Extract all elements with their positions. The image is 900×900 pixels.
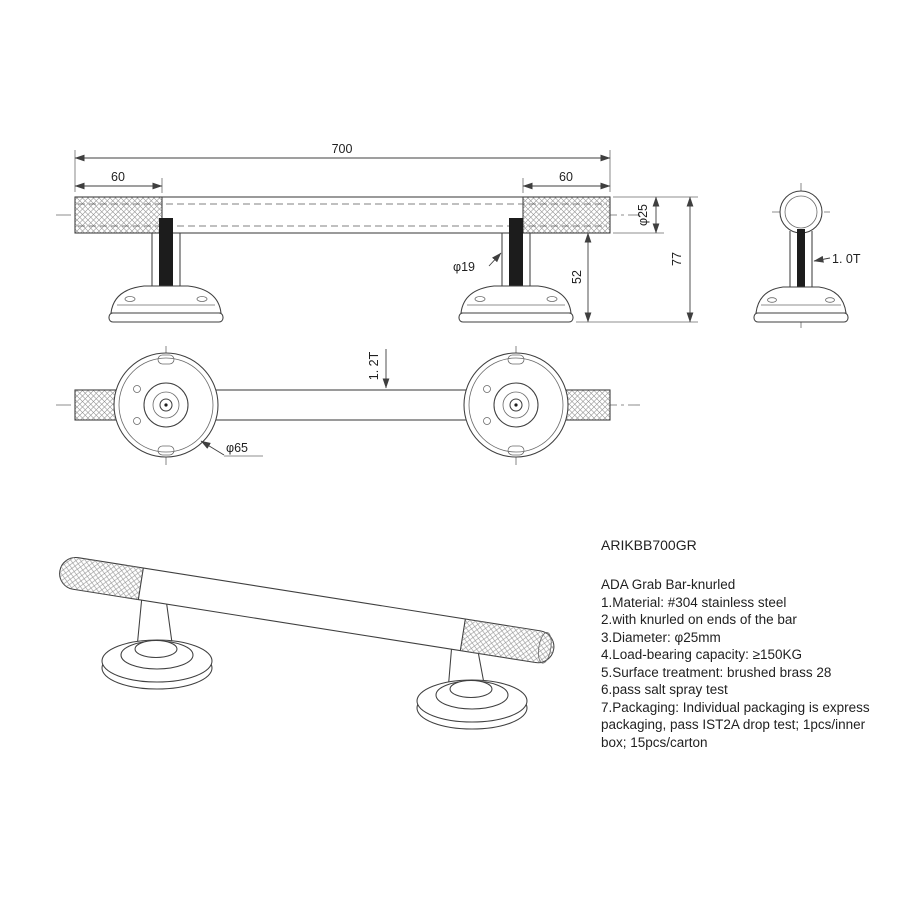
iso-right-flange bbox=[416, 679, 528, 730]
end-view-flange-dome bbox=[755, 286, 847, 314]
spec-packaging-1: 7.Packaging: Individual packaging is exp… bbox=[601, 699, 870, 715]
spec-packaging-2: packaging, pass IST2A drop test; 1pcs/in… bbox=[601, 717, 866, 732]
left-mount bbox=[108, 218, 224, 323]
spec-packaging-3: box; 15pcs/carton bbox=[601, 734, 708, 750]
right-set-screw bbox=[509, 218, 523, 292]
product-code: ARIKBB700GR bbox=[601, 537, 697, 553]
dim-bar-diameter: φ25 bbox=[636, 204, 650, 226]
right-flange-base bbox=[458, 312, 574, 323]
spec-knurled: 2.with knurled on ends of the bar bbox=[601, 612, 797, 627]
dim-post-height: 52 bbox=[570, 270, 584, 284]
right-mount bbox=[458, 218, 574, 323]
end-view: 1. 0T bbox=[753, 183, 861, 330]
spec-material: 1.Material: #304 stainless steel bbox=[601, 594, 787, 610]
end-view-set-screw bbox=[797, 229, 805, 291]
left-flange-base bbox=[108, 312, 224, 323]
side-elevation-view: 700 60 60 φ25 φ19 52 77 bbox=[56, 142, 698, 323]
knurled-end-right bbox=[522, 196, 611, 234]
end-view-flange-base bbox=[753, 312, 849, 323]
left-set-screw bbox=[159, 218, 173, 292]
right-flange-plan bbox=[463, 346, 569, 466]
bar-end-inner-circle bbox=[784, 195, 818, 229]
dim-overall-height: 77 bbox=[670, 252, 684, 266]
dim-flange-diameter: φ65 bbox=[226, 441, 248, 455]
dim-plate-thickness: 1. 2T bbox=[367, 351, 381, 380]
spec-load-bearing: 4.Load-bearing capacity: ≥150KG bbox=[601, 647, 803, 662]
dim-tube-wall-thickness: 1. 0T bbox=[832, 252, 861, 266]
dim-post-diameter: φ19 bbox=[453, 260, 475, 274]
spec-diameter: 3.Diameter: φ25mm bbox=[601, 629, 721, 645]
spec-surface-treatment: 5.Surface treatment: brushed brass 28 bbox=[601, 664, 832, 680]
product-info-block: ARIKBB700GR ADA Grab Bar-knurled 1.Mater… bbox=[601, 537, 900, 751]
iso-bar bbox=[57, 555, 557, 666]
side-view-dimensions: 700 60 60 φ25 φ19 52 77 bbox=[74, 142, 698, 323]
dim-overall-length: 700 bbox=[332, 142, 353, 156]
isometric-view bbox=[57, 555, 557, 730]
right-flange-dome bbox=[460, 285, 572, 314]
left-flange-dome bbox=[110, 285, 222, 314]
spec-salt-spray: 6.pass salt spray test bbox=[601, 682, 728, 697]
left-flange-plan bbox=[113, 346, 219, 466]
knurled-end-left bbox=[74, 196, 163, 234]
dim-knurl-right: 60 bbox=[559, 170, 573, 184]
dim-knurl-left: 60 bbox=[111, 170, 125, 184]
iso-left-flange bbox=[101, 639, 213, 690]
bar-end-outer-circle bbox=[779, 190, 823, 234]
product-name: ADA Grab Bar-knurled bbox=[601, 577, 736, 592]
top-plan-view: 1. 2T φ65 bbox=[56, 346, 640, 466]
